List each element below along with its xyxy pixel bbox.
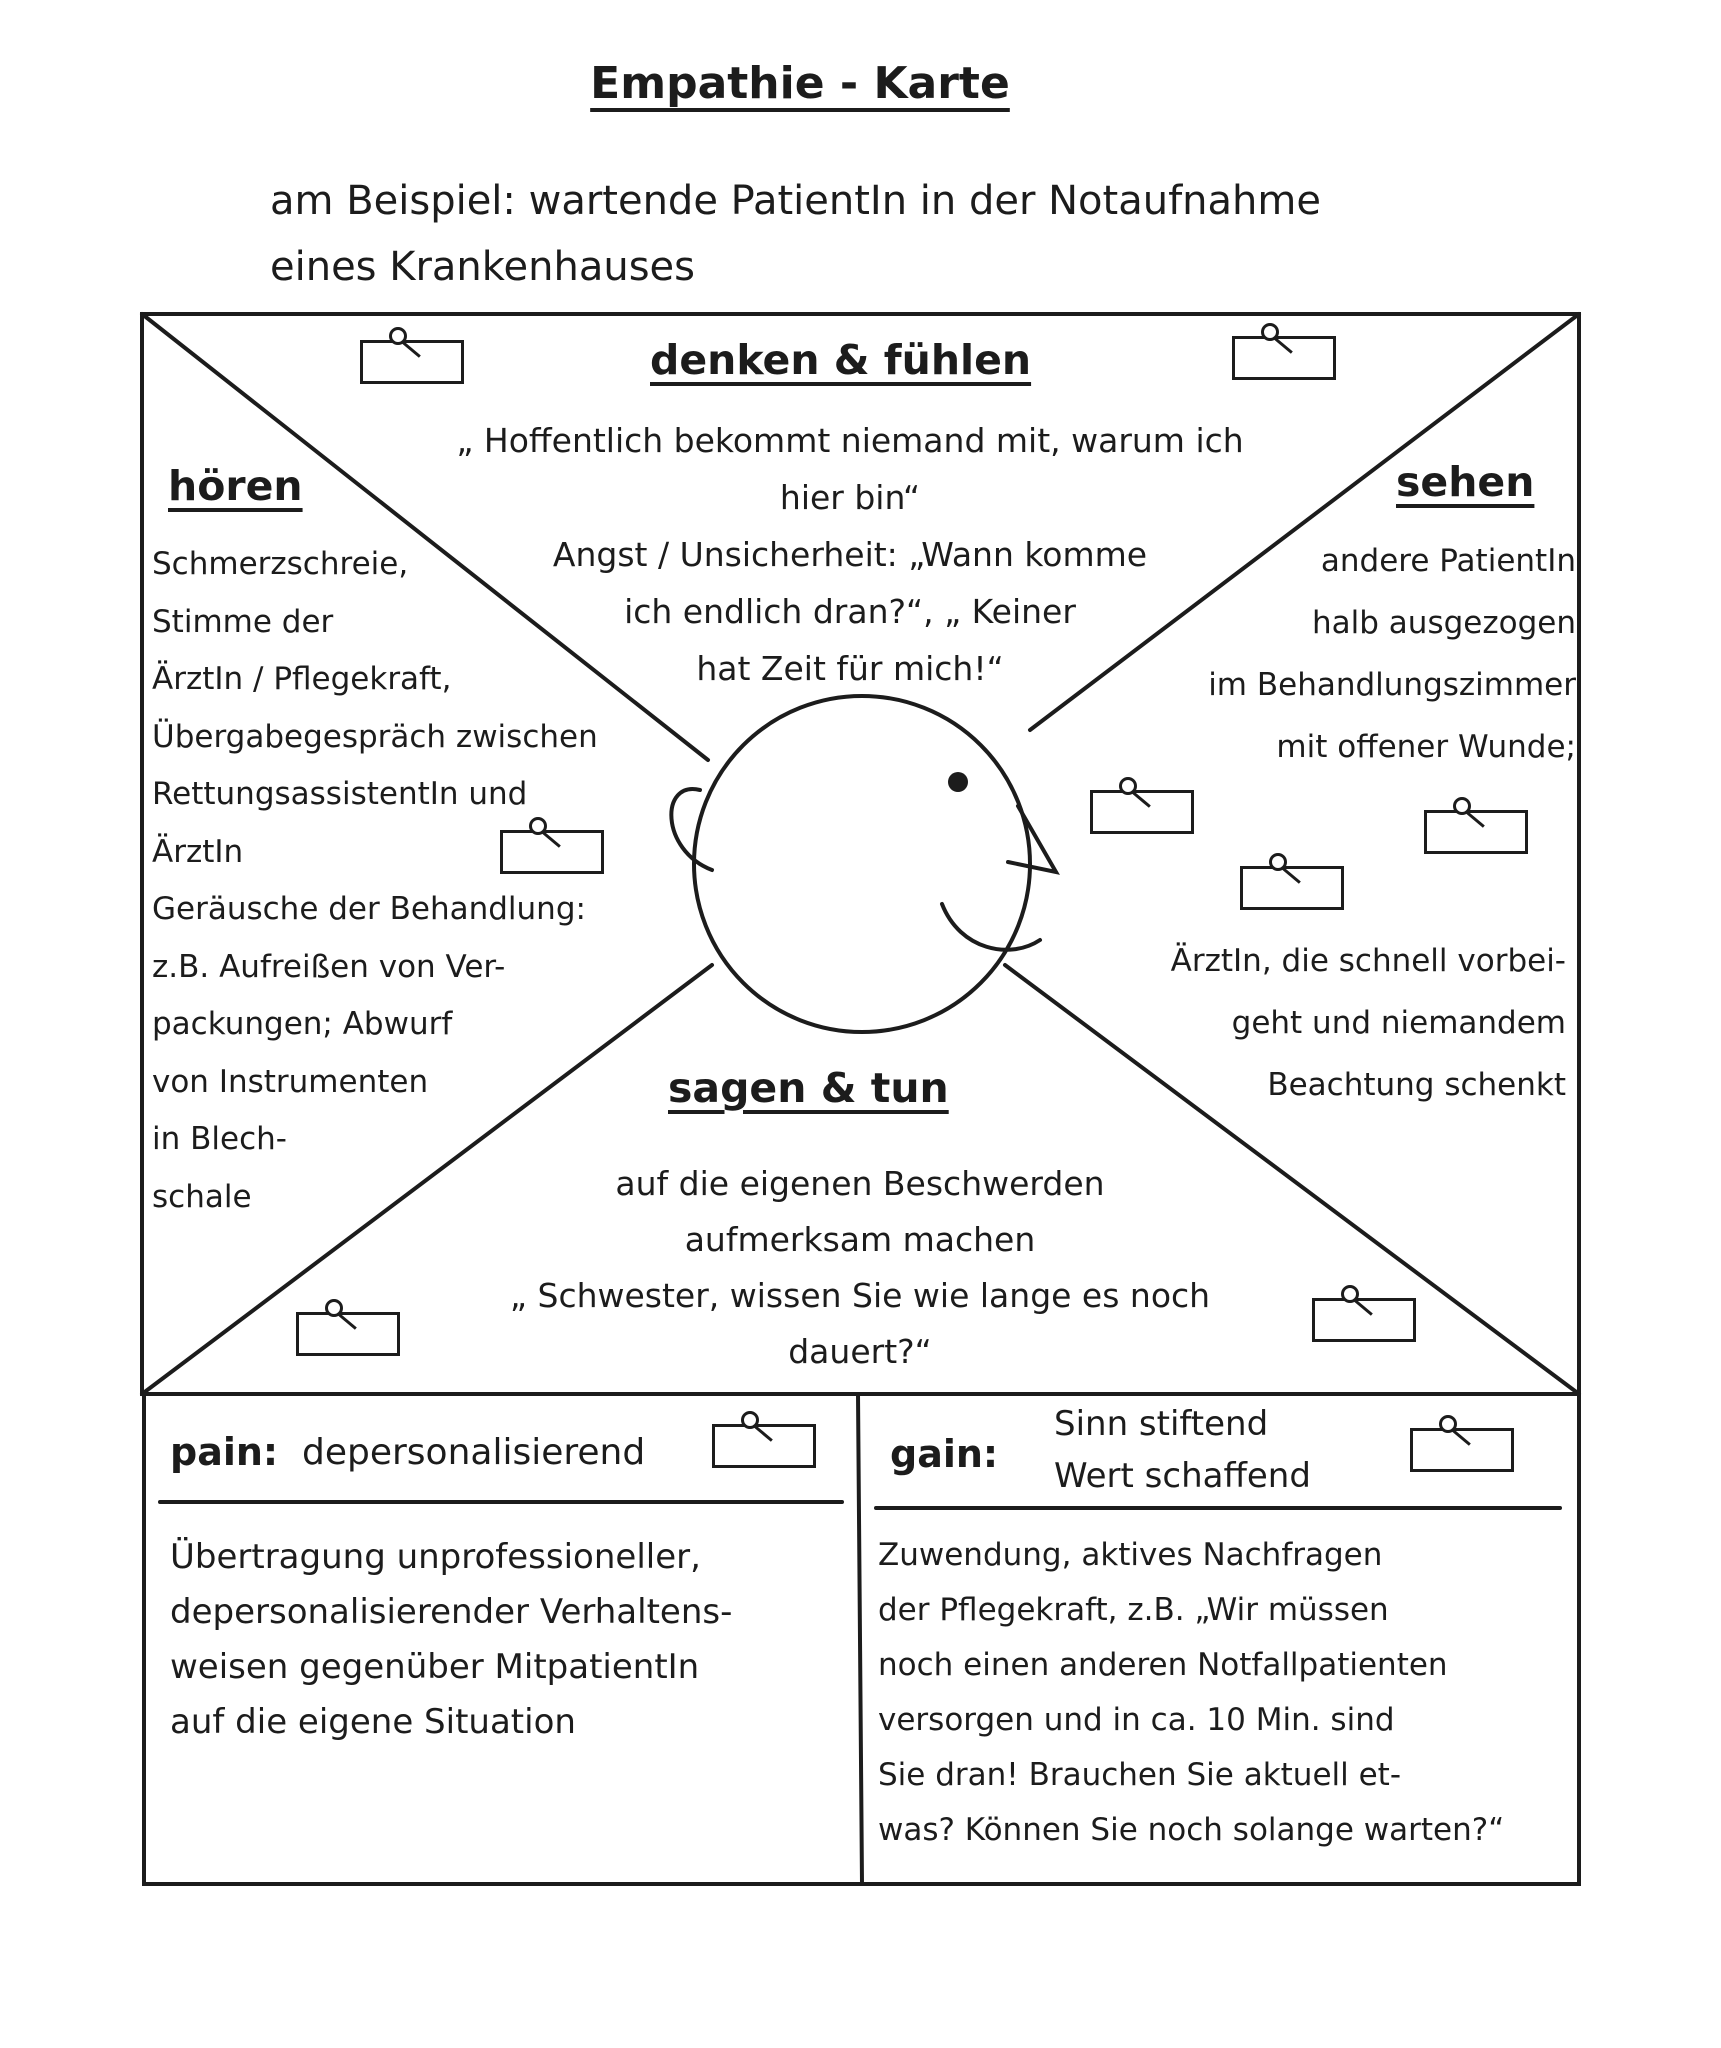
sticky-note-placeholder — [1424, 797, 1528, 854]
sticky-note-placeholder — [1090, 777, 1194, 834]
ear — [669, 787, 714, 872]
eye — [948, 772, 968, 792]
pain-label: pain: — [170, 1430, 279, 1474]
heading-hear: hören — [168, 462, 303, 510]
diagonal-line-bottom-left — [140, 963, 714, 1396]
sticky-note-placeholder — [712, 1411, 816, 1468]
gain-label: gain: — [890, 1432, 999, 1476]
sticky-note-placeholder — [500, 817, 604, 874]
diagonal-line-top-right — [1028, 312, 1581, 732]
diagonal-line-bottom-right — [1003, 963, 1581, 1396]
heading-think-feel: denken & fühlen — [650, 336, 1032, 384]
gain-text: Zuwendung, aktives Nachfragen der Pflege… — [878, 1537, 1505, 1848]
sticky-note-placeholder — [296, 1299, 400, 1356]
page-subtitle: am Beispiel: wartende PatientIn in der N… — [270, 178, 1321, 290]
diagonal-line-top-left — [140, 312, 710, 762]
pain-summary: depersonalisierend — [302, 1432, 646, 1473]
pain-gain-divider — [856, 1392, 864, 1886]
sticky-note-placeholder — [360, 327, 464, 384]
sticky-note-placeholder — [1240, 853, 1344, 910]
gain-summary: Sinn stiftend Wert schaffend — [1054, 1404, 1311, 1496]
text-see-top: andere PatientIn halb ausgezogen im Beha… — [1208, 543, 1576, 765]
text-see-bottom: ÄrztIn, die schnell vorbei- geht und nie… — [1170, 943, 1566, 1103]
sticky-note-placeholder — [1312, 1285, 1416, 1342]
text-say-do: auf die eigenen Beschwerden aufmerksam m… — [509, 1164, 1211, 1371]
nose — [1006, 804, 1060, 875]
mouth — [940, 902, 1042, 952]
text-think-feel: „ Hoffentlich bekommt niemand mit, warum… — [456, 421, 1244, 688]
pain-text: Übertragung unprofessioneller, depersona… — [170, 1537, 733, 1742]
heading-see: sehen — [1396, 458, 1535, 506]
text-hear: Schmerzschreie, Stimme der ÄrztIn / Pfle… — [152, 546, 598, 1215]
head-outline — [692, 694, 1032, 1034]
sticky-note-placeholder — [1410, 1415, 1514, 1472]
sticky-note-placeholder — [1232, 323, 1336, 380]
heading-say-do: sagen & tun — [668, 1064, 949, 1112]
page-title: Empathie - Karte — [590, 58, 1010, 109]
